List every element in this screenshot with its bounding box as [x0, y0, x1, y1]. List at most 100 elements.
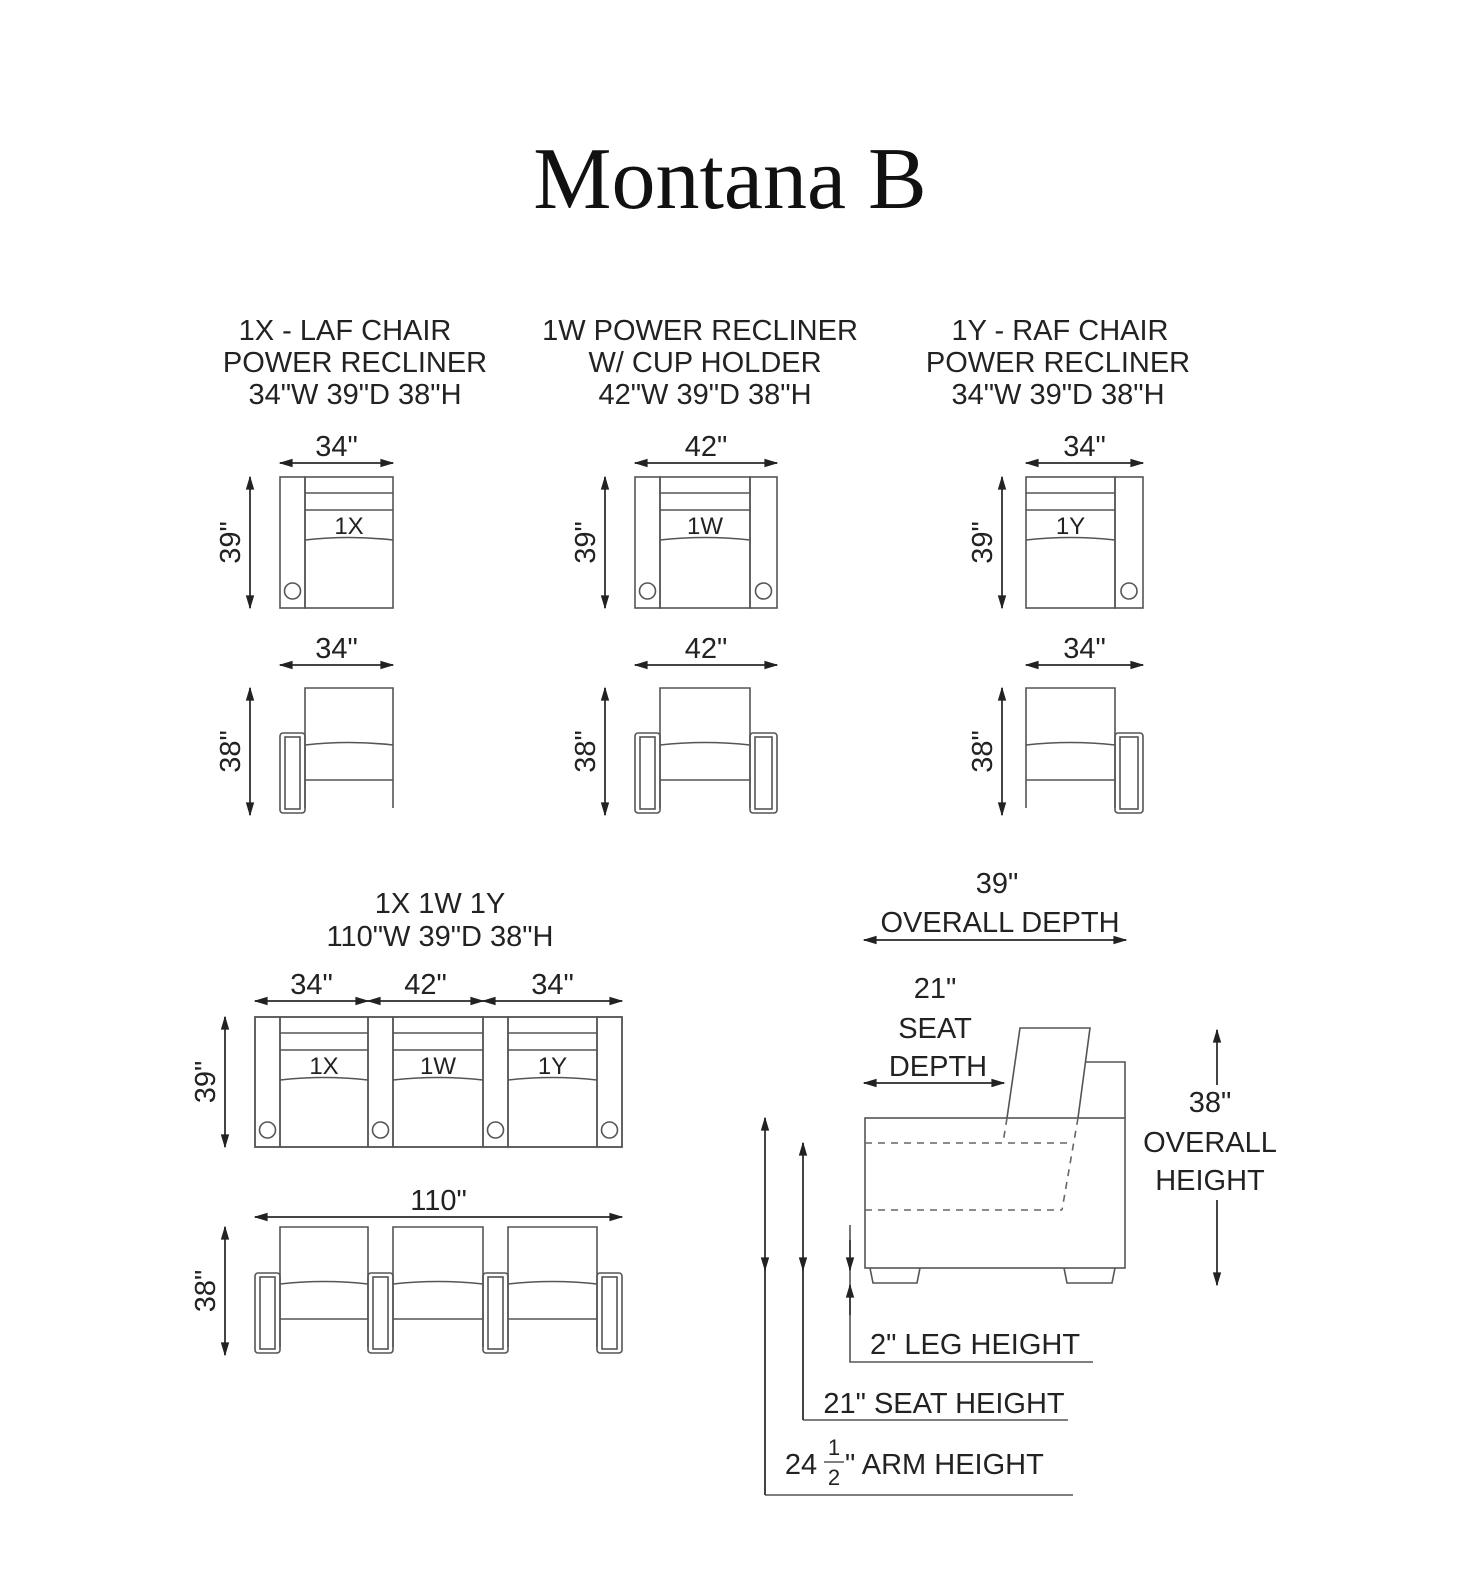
unit-1w-header-line1: 1W POWER RECLINER	[542, 315, 858, 347]
seat-front-outline	[1025, 687, 1116, 808]
seat-outline	[659, 476, 751, 609]
arm-front-inner	[639, 736, 656, 810]
arm-front-outline	[367, 1272, 394, 1354]
height-dim-label: 38"	[967, 730, 999, 773]
cup-holder-icon	[283, 582, 302, 600]
combo-total-width-dim-label: 110"	[410, 1185, 467, 1217]
cup-holder-icon	[754, 582, 773, 600]
arm-front-outline	[1114, 732, 1144, 814]
overall-height-label2: HEIGHT	[1155, 1165, 1265, 1197]
seat-label: 1Y	[538, 1053, 567, 1080]
seat-depth-label1: SEAT	[898, 1013, 972, 1045]
height-dim-label: 38"	[570, 730, 602, 773]
cup-holder-icon	[486, 1121, 505, 1139]
cup-holder-icon	[371, 1121, 390, 1139]
unit-1y: 34" 1Y 39" 34" 38"	[967, 431, 1145, 817]
backrest-lines	[659, 492, 751, 541]
top-width-dim-label: 34"	[1063, 431, 1106, 463]
cup-holder-icon	[1120, 582, 1138, 600]
combo-depth-dim-label: 39"	[190, 1061, 222, 1104]
arm-front-inner	[259, 1276, 276, 1350]
arm-front-outline	[482, 1272, 509, 1354]
depth-dim-label: 39"	[570, 521, 602, 564]
seat-front-outline	[279, 1226, 369, 1347]
arm-height-label: " ARM HEIGHT	[845, 1449, 1044, 1481]
arm-height-denominator: 2	[828, 1465, 840, 1490]
backrest-lines	[1025, 492, 1116, 541]
arm-front-outline	[596, 1272, 623, 1354]
front-width-dim-label: 34"	[1063, 633, 1106, 665]
overall-height-value: 38"	[1189, 1087, 1232, 1119]
overall-depth-value: 39"	[976, 868, 1019, 900]
unit-1y-header-line1: 1Y - RAF CHAIR	[951, 315, 1168, 347]
chair-side-outline	[864, 1027, 1126, 1284]
combo-height-dim-label: 38"	[190, 1270, 222, 1313]
combo-width-dim-0-label: 34"	[290, 969, 333, 1001]
combo-width-dim-1-label: 42"	[404, 969, 447, 1001]
unit-drawings: 34"1X39"34"38"42"1W39"42"38"34"1Y39"34"3…	[215, 431, 1145, 817]
combo-width-dim-2-label: 34"	[531, 969, 574, 1001]
arm-height-numerator: 1	[828, 1435, 840, 1460]
depth-dim-label: 39"	[215, 521, 247, 564]
side-view: 39" OVERALL DEPTH 21" SEAT DEPTH 38" OVE…	[760, 868, 1277, 1496]
unit-headers: 1X - LAF CHAIR POWER RECLINER 34"W 39"D …	[223, 315, 1190, 411]
leg-height-label: 2" LEG HEIGHT	[870, 1329, 1080, 1361]
arm-front-outline	[749, 732, 778, 814]
backrest-lines	[304, 492, 394, 541]
page-title: Montana B	[533, 131, 927, 228]
unit-1x-header-line1: 1X - LAF CHAIR	[239, 315, 452, 347]
unit-1y-header-line2: POWER RECLINER	[926, 347, 1190, 379]
arm-front-inner	[284, 736, 301, 810]
depth-dim-label: 39"	[967, 521, 999, 564]
arm-outline	[634, 476, 661, 609]
seat-outline	[279, 1016, 369, 1148]
unit-1x-header-line3: 34"W 39"D 38"H	[248, 379, 461, 411]
seat-outline	[392, 1016, 484, 1148]
unit-1y-header-line3: 34"W 39"D 38"H	[951, 379, 1164, 411]
seat-outline	[304, 476, 394, 609]
seat-front-outline	[392, 1226, 484, 1347]
overall-depth-label: OVERALL DEPTH	[880, 907, 1119, 939]
unit-1w-header-line3: 42"W 39"D 38"H	[598, 379, 811, 411]
seat-depth-value: 21"	[914, 973, 957, 1005]
backrest-lines	[392, 1032, 484, 1081]
seat-front-outline	[507, 1226, 598, 1347]
cup-holder-icon	[638, 582, 657, 600]
arm-outline	[482, 1016, 509, 1148]
top-width-dim-label: 42"	[685, 431, 728, 463]
seat-outline	[1025, 476, 1116, 609]
arm-front-outline	[634, 732, 661, 814]
seat-front-outline	[659, 687, 751, 808]
unit-1x-header-line2: POWER RECLINER	[223, 347, 487, 379]
arm-front-inner	[601, 1276, 618, 1350]
backrest-lines	[279, 1032, 369, 1081]
arm-front-outline	[254, 1272, 281, 1354]
arm-front-inner	[754, 736, 773, 810]
arm-outline	[596, 1016, 623, 1148]
seat-depth-label2: DEPTH	[889, 1051, 987, 1083]
seat-label: 1X	[309, 1053, 338, 1080]
cup-holder-icon	[258, 1121, 277, 1139]
arm-front-inner	[372, 1276, 389, 1350]
arm-front-outline	[279, 732, 306, 814]
arm-front-inner	[1119, 736, 1139, 810]
arm-outline	[1114, 476, 1144, 609]
combo-header-line1: 1X 1W 1Y	[375, 888, 506, 920]
seat-outline	[507, 1016, 598, 1148]
front-width-dim-label: 34"	[315, 633, 358, 665]
top-width-dim-label: 34"	[315, 431, 358, 463]
cup-holder-icon	[600, 1121, 619, 1139]
seat-height-label: 21" SEAT HEIGHT	[823, 1388, 1065, 1420]
arm-outline	[749, 476, 778, 609]
overall-height-label1: OVERALL	[1143, 1127, 1277, 1159]
arm-outline	[367, 1016, 394, 1148]
combo-outline	[254, 1016, 623, 1148]
arm-outline	[254, 1016, 281, 1148]
seat-label: 1Y	[1056, 513, 1085, 540]
combo-header-line2: 110"W 39"D 38"H	[326, 921, 553, 953]
seat-label: 1W	[687, 513, 723, 540]
arm-outline	[279, 476, 306, 609]
